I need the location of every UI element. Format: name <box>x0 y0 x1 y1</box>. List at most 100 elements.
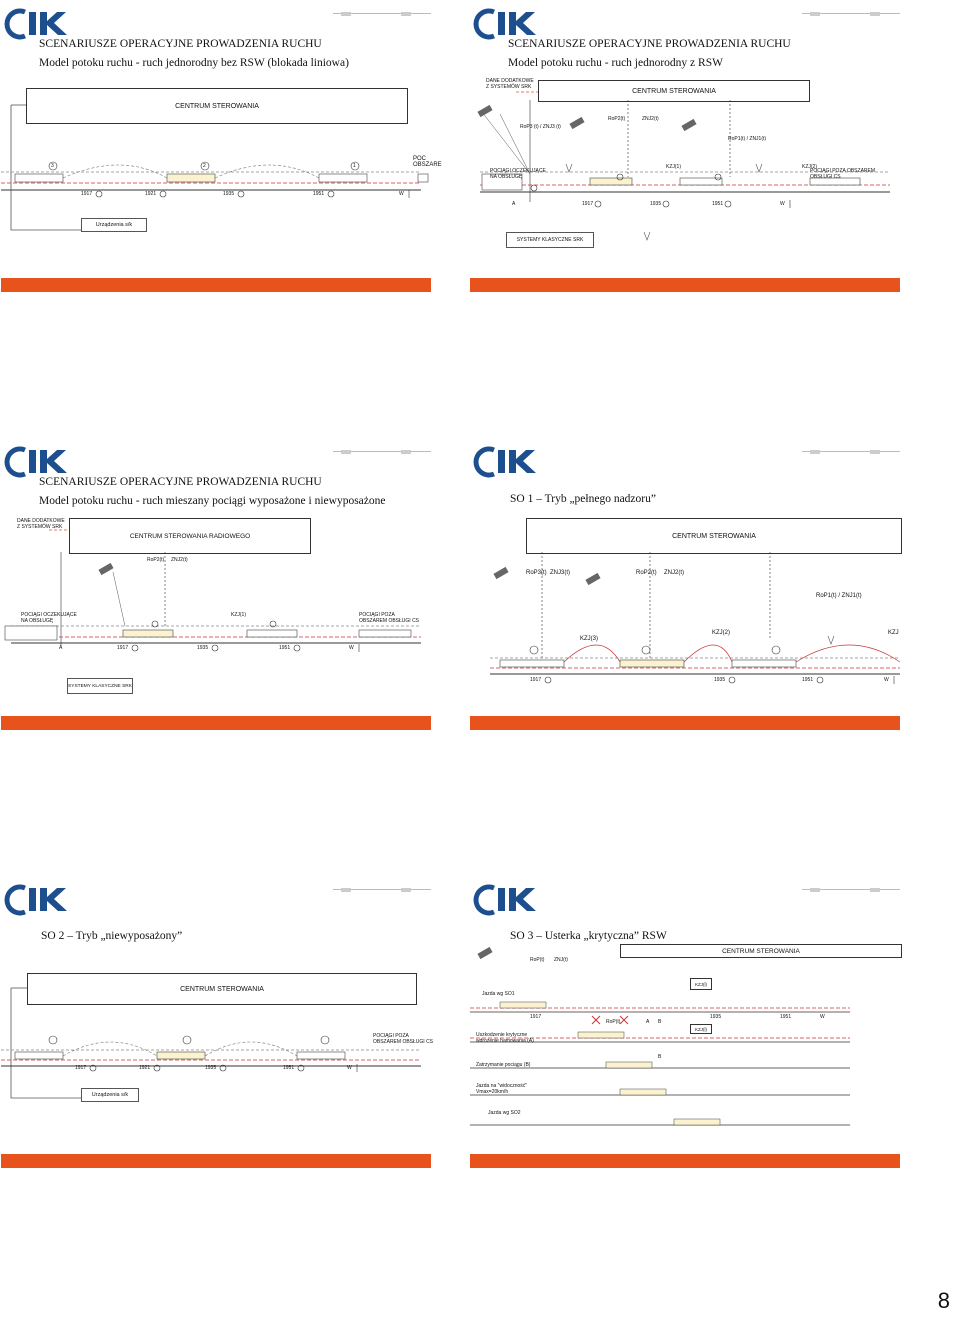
slide-2-diagram <box>477 91 890 241</box>
slide-1: SCENARIUSZE OPERACYJNE PROWADZENIA RUCHU… <box>1 2 442 292</box>
signal-label: 1917 <box>530 1014 542 1020</box>
control-center-box: CENTRUM STEROWANIA <box>526 518 902 554</box>
link-label: KZJ(1) <box>666 164 681 170</box>
signal-label: 1951 <box>712 201 724 207</box>
signal-label: 1917 <box>117 645 129 651</box>
slide-title: SCENARIUSZE OPERACYJNE PROWADZENIA RUCHU <box>39 38 322 50</box>
outside-trains-label: POCIĄGI POZA OBSZAREM OBSŁUGI CS <box>373 1033 434 1045</box>
bar-marker <box>870 12 880 16</box>
link-label: ZNJ2(t) <box>664 570 684 576</box>
bar-marker <box>401 12 411 16</box>
link-label: RoP3 (t) / ZNJ3 (t) <box>520 124 561 130</box>
slide-title: SCENARIUSZE OPERACYJNE PROWADZENIA RUCHU <box>508 38 791 50</box>
slide-5-diagram <box>1 987 421 1099</box>
ik-logo <box>4 446 67 478</box>
outside-trains-label: POCIĄGI POZA OBSZAREM OBSŁUGI CS <box>359 612 420 624</box>
signal-label: W <box>820 1014 825 1020</box>
slide-1-diagram <box>1 104 429 231</box>
bar-marker <box>401 450 411 454</box>
signal-label: 1951 <box>313 191 325 197</box>
link-label: RoP(t) <box>530 957 545 963</box>
link-label: ZNJ3(t) <box>550 570 570 576</box>
link-label: RoP(t) <box>606 1019 621 1025</box>
slide-subtitle: Model potoku ruchu - ruch jednorodny bez… <box>39 57 349 69</box>
row-label: Jazda wg SO1 <box>482 991 515 997</box>
link-label: RoP2(t) <box>608 116 626 122</box>
kzj-box: KZJ(l) <box>690 1024 712 1034</box>
row-label: Uszkodzenie krytyczne wdrożenie hamowani… <box>476 1032 534 1044</box>
classic-systems-box: SYSTEMY KLASYCZNE SRK <box>506 232 594 248</box>
slide-3: SCENARIUSZE OPERACYJNE PROWADZENIA RUCHU… <box>1 440 431 730</box>
link-label: ZNJ2(t) <box>642 116 659 122</box>
signal-label: 1935 <box>714 677 726 683</box>
signal-label: W <box>349 645 354 651</box>
slide-4: SO 1 – Tryb „pełnego nadzoru” CENTRUM ST… <box>470 440 902 730</box>
link-label: RoP1(t) / ZNJ1(t) <box>816 593 862 599</box>
orange-bar <box>470 716 900 730</box>
slide-4-diagram <box>490 552 901 684</box>
ik-logo <box>4 884 67 916</box>
outside-trains-label: POCIĄGI POZA OBSZAREM OBSŁUGI CS <box>810 168 876 180</box>
ik-logo <box>473 884 536 916</box>
top-rule <box>802 889 900 890</box>
row-label: Jazda na "widoczność" Vmax=20km/h <box>476 1083 528 1095</box>
link-label: KZJ(2) <box>802 164 817 170</box>
kzj-box: KZJ(l) <box>690 978 712 990</box>
ik-logo <box>473 8 536 40</box>
orange-bar <box>1 278 431 292</box>
point-label: B <box>658 1054 662 1060</box>
signal-label: W <box>399 191 404 197</box>
row-label: Zatrzymanie pociągu (B) <box>476 1062 531 1068</box>
link-label: ZNJ2(t) <box>171 557 188 563</box>
row-label: Jazda wg SO2 <box>488 1110 521 1116</box>
slide-title: SCENARIUSZE OPERACYJNE PROWADZENIA RUCHU <box>39 476 322 488</box>
slide-title: SO 2 – Tryb „niewyposażony” <box>41 930 183 942</box>
signal-label: 1935 <box>197 645 209 651</box>
waiting-trains-label: POCIĄGI OCZEKUJĄCE NA OBSŁUGĘ <box>490 168 546 180</box>
top-rule <box>333 451 431 452</box>
signal-label: 1917 <box>75 1065 87 1071</box>
signal-label: 1935 <box>710 1014 722 1020</box>
device-box: Urządzenia s/k <box>81 1088 139 1102</box>
slide-title: SO 1 – Tryb „pełnego nadzoru” <box>510 493 656 505</box>
top-rule <box>802 13 900 14</box>
signal-label: W <box>884 677 889 683</box>
top-rule <box>333 13 431 14</box>
slide-title: SO 3 – Usterka „krytyczna” RSW <box>510 930 667 942</box>
signal-label: 1935 <box>650 201 662 207</box>
bar-marker <box>341 12 351 16</box>
top-rule <box>333 889 431 890</box>
bar-marker <box>401 888 411 892</box>
signal-label: 1935 <box>205 1065 217 1071</box>
device-box: Urządzenia s/k <box>81 218 147 232</box>
bar-marker <box>810 888 820 892</box>
bar-marker <box>341 450 351 454</box>
control-center-box: CENTRUM STEROWANIA <box>620 944 902 958</box>
signal-label: W <box>780 201 785 207</box>
link-label: KZJ(3) <box>580 636 598 642</box>
train-number: 3 <box>51 163 54 169</box>
orange-bar <box>470 278 900 292</box>
signal-label: 1951 <box>780 1014 792 1020</box>
bar-marker <box>870 888 880 892</box>
signal-label: W <box>347 1065 352 1071</box>
link-label: KZJ(2) <box>712 630 730 636</box>
signal-label: 1951 <box>802 677 814 683</box>
signal-label: 1917 <box>530 677 542 683</box>
signal-label: A <box>59 645 63 651</box>
bar-marker <box>810 12 820 16</box>
signal-label: 1951 <box>279 645 291 651</box>
classic-systems-box: SYSTEMY KLASYCZNE SRK <box>67 678 133 694</box>
point-label: B <box>658 1019 662 1025</box>
slide-subtitle: Model potoku ruchu - ruch jednorodny z R… <box>508 57 723 69</box>
signal-label: 1921 <box>145 191 157 197</box>
link-label: ZNJ(t) <box>554 957 568 963</box>
link-label: KZJ(1) <box>231 612 246 618</box>
link-label: KZJ <box>888 630 899 636</box>
train-number: 1 <box>353 163 356 169</box>
extra-data-label: DANE DODATKOWE Z SYSTEMÓW SRK <box>486 78 534 90</box>
signal-label: 1951 <box>283 1065 295 1071</box>
signal-label: A <box>512 201 516 207</box>
signal-label: 1917 <box>81 191 93 197</box>
link-label: RoP2(t) <box>147 557 165 563</box>
